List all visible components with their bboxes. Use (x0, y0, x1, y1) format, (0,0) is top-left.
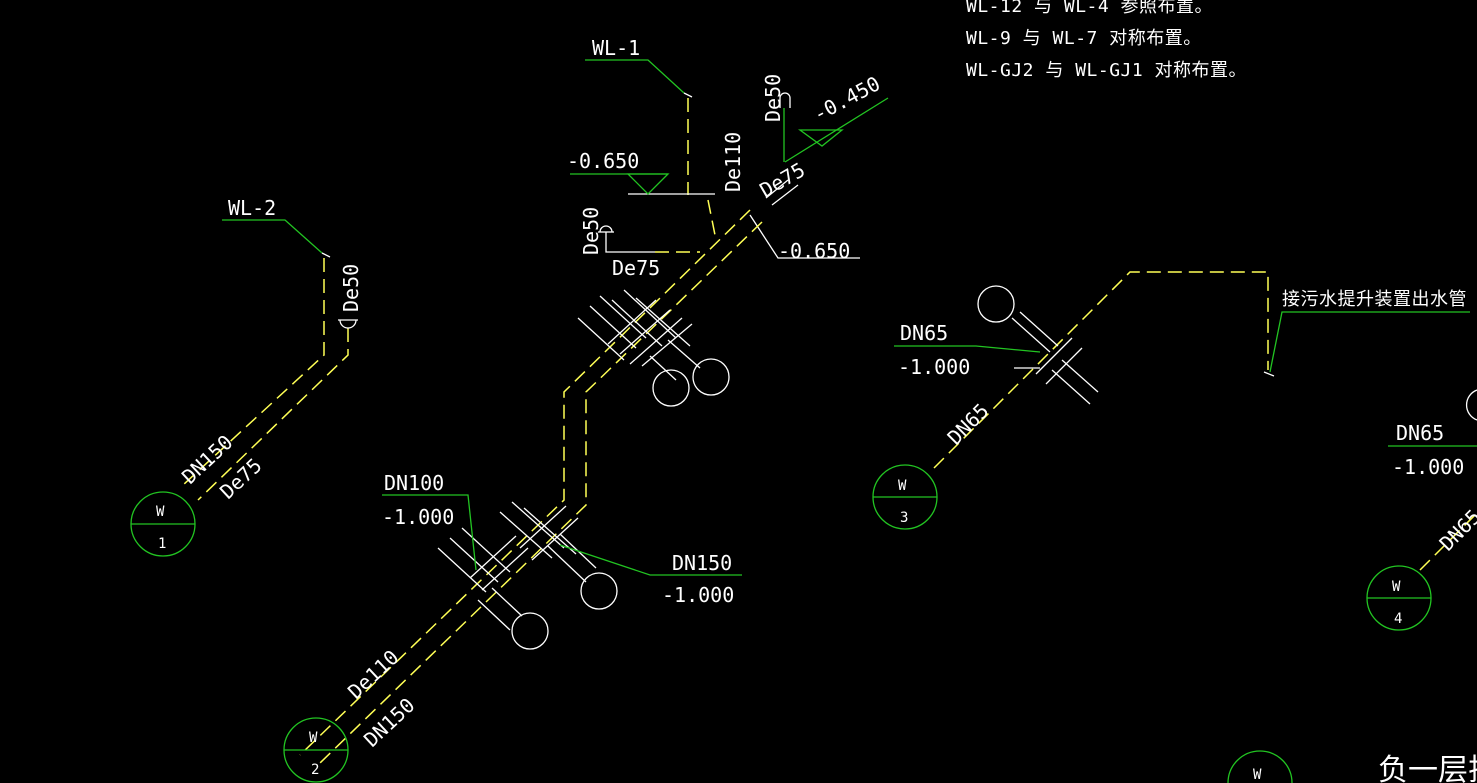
pipe-size-dn65-c: DN65 (1396, 421, 1444, 445)
note-line-3: WL-GJ2 与 WL-GJ1 对称布置。 (966, 60, 1247, 81)
pipe-size-dn150-c: DN150 (359, 693, 419, 752)
floor-title: 负一层排 (1378, 753, 1477, 783)
elevation-mark-icon (626, 173, 670, 195)
wl1-main-pipe-b (319, 221, 763, 764)
pipe-size-dn150-b: DN150 (672, 551, 732, 575)
drain-marker-3-letter: W (898, 478, 907, 494)
elev-0450: -0.450 (809, 71, 884, 126)
wl1-tag: WL-1 (592, 36, 640, 60)
wl2-leader (222, 219, 323, 254)
valve-cluster-lower (437, 501, 597, 631)
dn100-leader (382, 494, 477, 571)
pump-outlet-w4: DN65 -1.000 DN65 (1388, 389, 1477, 571)
elev-0650-b: -0.650 (778, 239, 850, 263)
valve-cluster-upper (577, 289, 701, 381)
pump-circle-5 (977, 285, 1015, 323)
pump-circle-2 (692, 358, 730, 396)
pipe-size-de50-c: De50 (579, 207, 603, 255)
note-line-2: WL-9 与 WL-7 对称布置。 (966, 28, 1202, 49)
dn150-leader (559, 544, 742, 576)
drain-marker-1-number: 1 (158, 536, 166, 552)
wl1-main-pipe-a (299, 209, 751, 756)
elev-1000-b: -1.000 (662, 583, 734, 607)
drain-marker-4: W 4 (1366, 565, 1432, 631)
drain-marker-2-letter: W (309, 730, 318, 746)
cleanout-cap-icon (339, 319, 357, 329)
drain-marker-5: W (1227, 750, 1293, 783)
drain-marker-3-number: 3 (900, 510, 908, 526)
pipe-size-de50-b: De50 (761, 74, 785, 122)
pump-circle-4 (511, 612, 549, 650)
drain-marker-4-letter: W (1392, 579, 1401, 595)
pump-circle-1 (652, 369, 690, 407)
cleanout-cap-icon-2 (599, 225, 613, 233)
pipe-size-dn65-b: DN65 (943, 399, 994, 450)
pipe-size-de110-a: De110 (721, 132, 745, 192)
elev-1000-c: -1.000 (898, 355, 970, 379)
drain-marker-2: W 2 (283, 717, 349, 783)
wl1-leader (585, 59, 685, 94)
dn65-leader (894, 345, 1041, 353)
drain-marker-2-number: 2 (311, 762, 319, 778)
elev-0650-a: -0.650 (567, 149, 639, 173)
drain-marker-1: W 1 (130, 491, 196, 557)
pump-outlet-label: 接污水提升装置出水管 (1282, 289, 1467, 310)
pipe-size-de75-b: De75 (756, 157, 810, 202)
pipe-size-dn65-a: DN65 (900, 321, 948, 345)
pipe-size-de75-c: De75 (612, 256, 660, 280)
pipe-size-de50-a: De50 (339, 264, 363, 312)
note-line-1: WL-12 与 WL-4 参照布置。 (966, 0, 1213, 17)
elev-1000-d: -1.000 (1392, 455, 1464, 479)
drain-marker-4-number: 4 (1394, 611, 1402, 627)
wl2-tag: WL-2 (228, 196, 276, 220)
pump-outlet-w3: DN65 -1.000 DN65 接污水提升装置出水管 (894, 271, 1470, 469)
pump-circle-3 (580, 572, 618, 610)
elevation-mark-icon-2 (798, 129, 844, 147)
pipe-size-de110-b: De110 (343, 645, 403, 704)
wl2-pipe-2 (197, 328, 349, 501)
w3-pipe (933, 271, 1269, 469)
riser-wl1: WL-1 -0.650 De110 De50 -0.450 De75 -0.65… (299, 36, 889, 764)
drain-marker-1-letter: W (156, 504, 165, 520)
wl2-pipe-1 (182, 258, 325, 486)
pump-circle-6 (1465, 389, 1477, 421)
drain-marker-3: W 3 (872, 464, 938, 530)
pipe-size-dn65-d: DN65 (1435, 505, 1477, 556)
pipe-size-dn100: DN100 (384, 471, 444, 495)
elev-1000-a: -1.000 (382, 505, 454, 529)
riser-wl2: WL-2 De50 DN150 De75 (177, 196, 363, 504)
drain-marker-5-letter: W (1253, 767, 1262, 783)
pump-outlet-leader (1269, 311, 1470, 373)
